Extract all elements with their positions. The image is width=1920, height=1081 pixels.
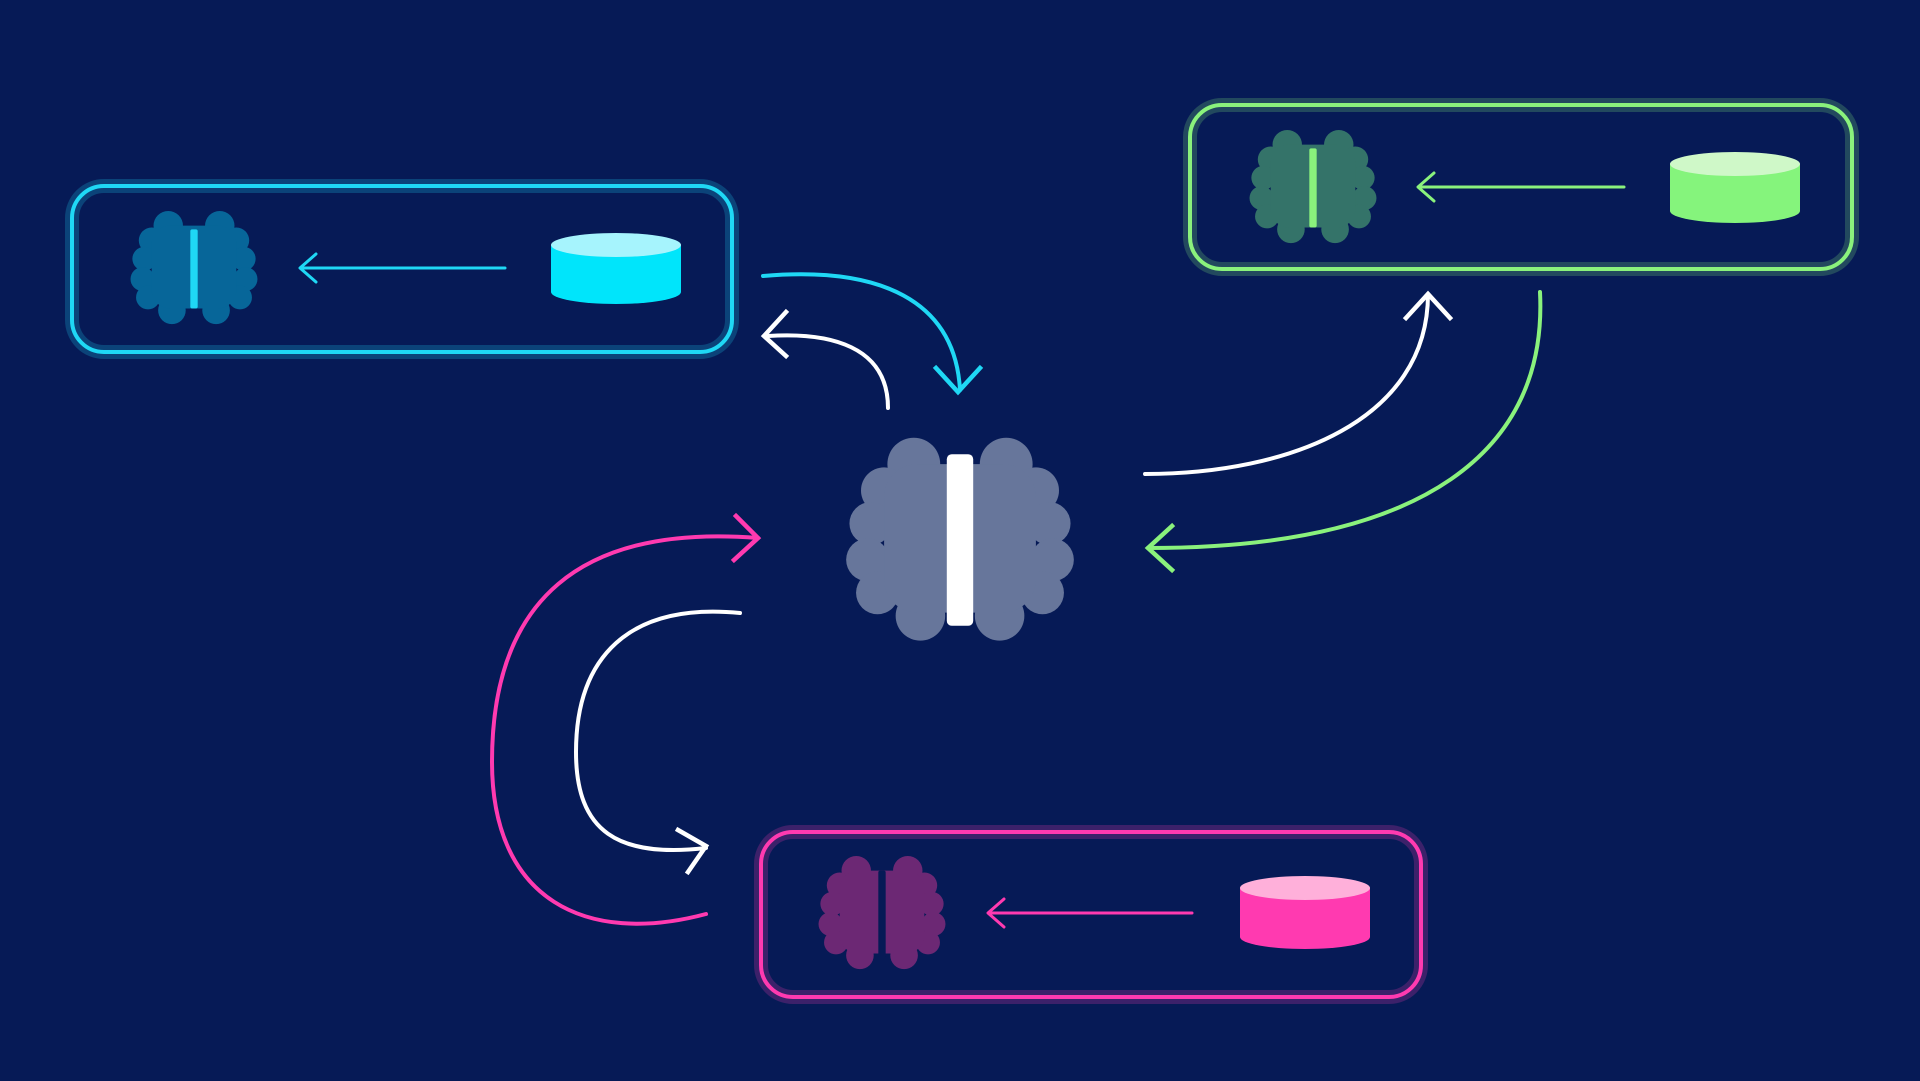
link-central-to-green [1143,290,1454,476]
panel-green [1183,98,1859,276]
link-green-to-central [1144,290,1543,574]
brain-icon [1249,129,1377,244]
link-cyan-to-central [761,272,984,396]
arrow-left-icon [298,252,507,284]
panel-cyan [65,179,739,359]
panel-pink [754,825,1428,1004]
database-icon [1670,152,1800,223]
panel-cyan-border [70,184,734,354]
database-icon [1240,876,1370,949]
brain-icon [130,210,258,325]
brain-icon [818,855,946,970]
panel-pink-border [759,830,1423,999]
links [490,272,1543,926]
database-icon [551,233,681,304]
panel-green-border [1188,103,1854,271]
link-central-to-pink [574,609,742,876]
arrow-left-icon [1416,171,1626,203]
arrow-left-icon [986,897,1194,929]
link-central-to-cyan [760,308,890,410]
central-brain-icon [846,437,1074,641]
link-pink-to-central [490,512,762,926]
